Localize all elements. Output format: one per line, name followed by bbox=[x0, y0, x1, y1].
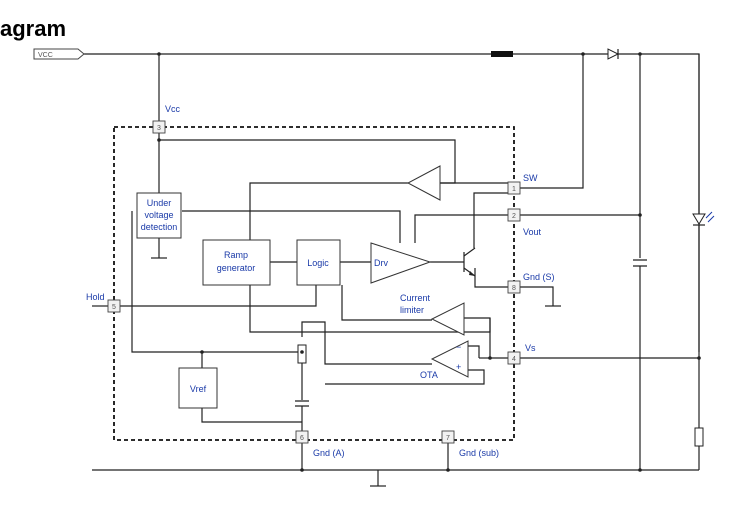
pin-vs: 4 Vs bbox=[507, 343, 536, 365]
current-limiter-label-line2: limiter bbox=[400, 305, 424, 315]
pin-hold-number: 5 bbox=[112, 304, 116, 311]
pin-gnd-a: 6 Gnd (A) bbox=[295, 430, 345, 458]
vref-block: Vref bbox=[178, 367, 218, 409]
uvd-label-line1: Under bbox=[147, 198, 172, 208]
output-transistor bbox=[463, 247, 476, 277]
pin-sw-label: SW bbox=[523, 173, 538, 183]
logic-block: Logic bbox=[296, 239, 341, 286]
ramp-label-line1: Ramp bbox=[224, 250, 248, 260]
ramp-label-line2: generator bbox=[217, 263, 256, 273]
pin-vs-label: Vs bbox=[525, 343, 536, 353]
junction-dots bbox=[157, 52, 701, 472]
uvd-label-line2: voltage bbox=[144, 210, 173, 220]
vcc-input-tag: VCC bbox=[33, 48, 85, 60]
sense-resistor bbox=[694, 427, 704, 447]
comparator-sw bbox=[406, 165, 441, 201]
uvd-block: Under voltage detection bbox=[136, 192, 182, 239]
pin-vout-label: Vout bbox=[523, 227, 542, 237]
pin-vcc-number: 3 bbox=[157, 125, 161, 132]
diagram-title: agram bbox=[0, 16, 67, 41]
pin-gnd-sub-number: 7 bbox=[446, 435, 450, 442]
inductor bbox=[491, 51, 513, 57]
internal-resistor bbox=[297, 344, 307, 364]
pin-vout-number: 2 bbox=[512, 213, 516, 220]
ota-amplifier: − + OTA bbox=[420, 340, 469, 380]
timing-capacitor bbox=[295, 400, 309, 407]
pin-gnd-s: 8 Gnd (S) bbox=[507, 272, 555, 294]
pin-gnd-s-label: Gnd (S) bbox=[523, 272, 555, 282]
uvd-label-line3: detection bbox=[141, 222, 178, 232]
pin-gnd-a-label: Gnd (A) bbox=[313, 448, 345, 458]
pin-gnd-sub: 7 Gnd (sub) bbox=[441, 430, 499, 458]
pin-hold: 5 Hold bbox=[86, 292, 121, 313]
pin-vout: 2 Vout bbox=[507, 208, 542, 237]
led-icon bbox=[692, 211, 715, 226]
pin-vcc-label: Vcc bbox=[165, 104, 181, 114]
current-limiter-label-line1: Current bbox=[400, 293, 431, 303]
rail-diode bbox=[607, 48, 620, 60]
pin-sw: 1 SW bbox=[507, 173, 538, 195]
pin-sw-number: 1 bbox=[512, 186, 516, 193]
output-capacitor bbox=[633, 259, 647, 267]
driver-amplifier: Drv bbox=[370, 242, 432, 284]
pin-gnd-a-number: 6 bbox=[300, 435, 304, 442]
pin-gnd-s-number: 8 bbox=[512, 285, 516, 292]
vref-label: Vref bbox=[190, 384, 207, 394]
vcc-tag-text: VCC bbox=[38, 52, 53, 59]
ramp-generator-block: Ramp generator bbox=[202, 239, 271, 286]
pin-vcc: 3 Vcc bbox=[152, 104, 181, 134]
drv-label: Drv bbox=[374, 258, 388, 268]
pin-gnd-sub-label: Gnd (sub) bbox=[459, 448, 499, 458]
ota-plus-sign: + bbox=[456, 362, 461, 372]
ota-label: OTA bbox=[420, 370, 438, 380]
pin-hold-label: Hold bbox=[86, 292, 105, 302]
ota-minus-sign: − bbox=[456, 342, 461, 352]
logic-label: Logic bbox=[307, 258, 329, 268]
pin-vs-number: 4 bbox=[512, 356, 516, 363]
current-limiter-amplifier: Current limiter bbox=[400, 293, 465, 336]
